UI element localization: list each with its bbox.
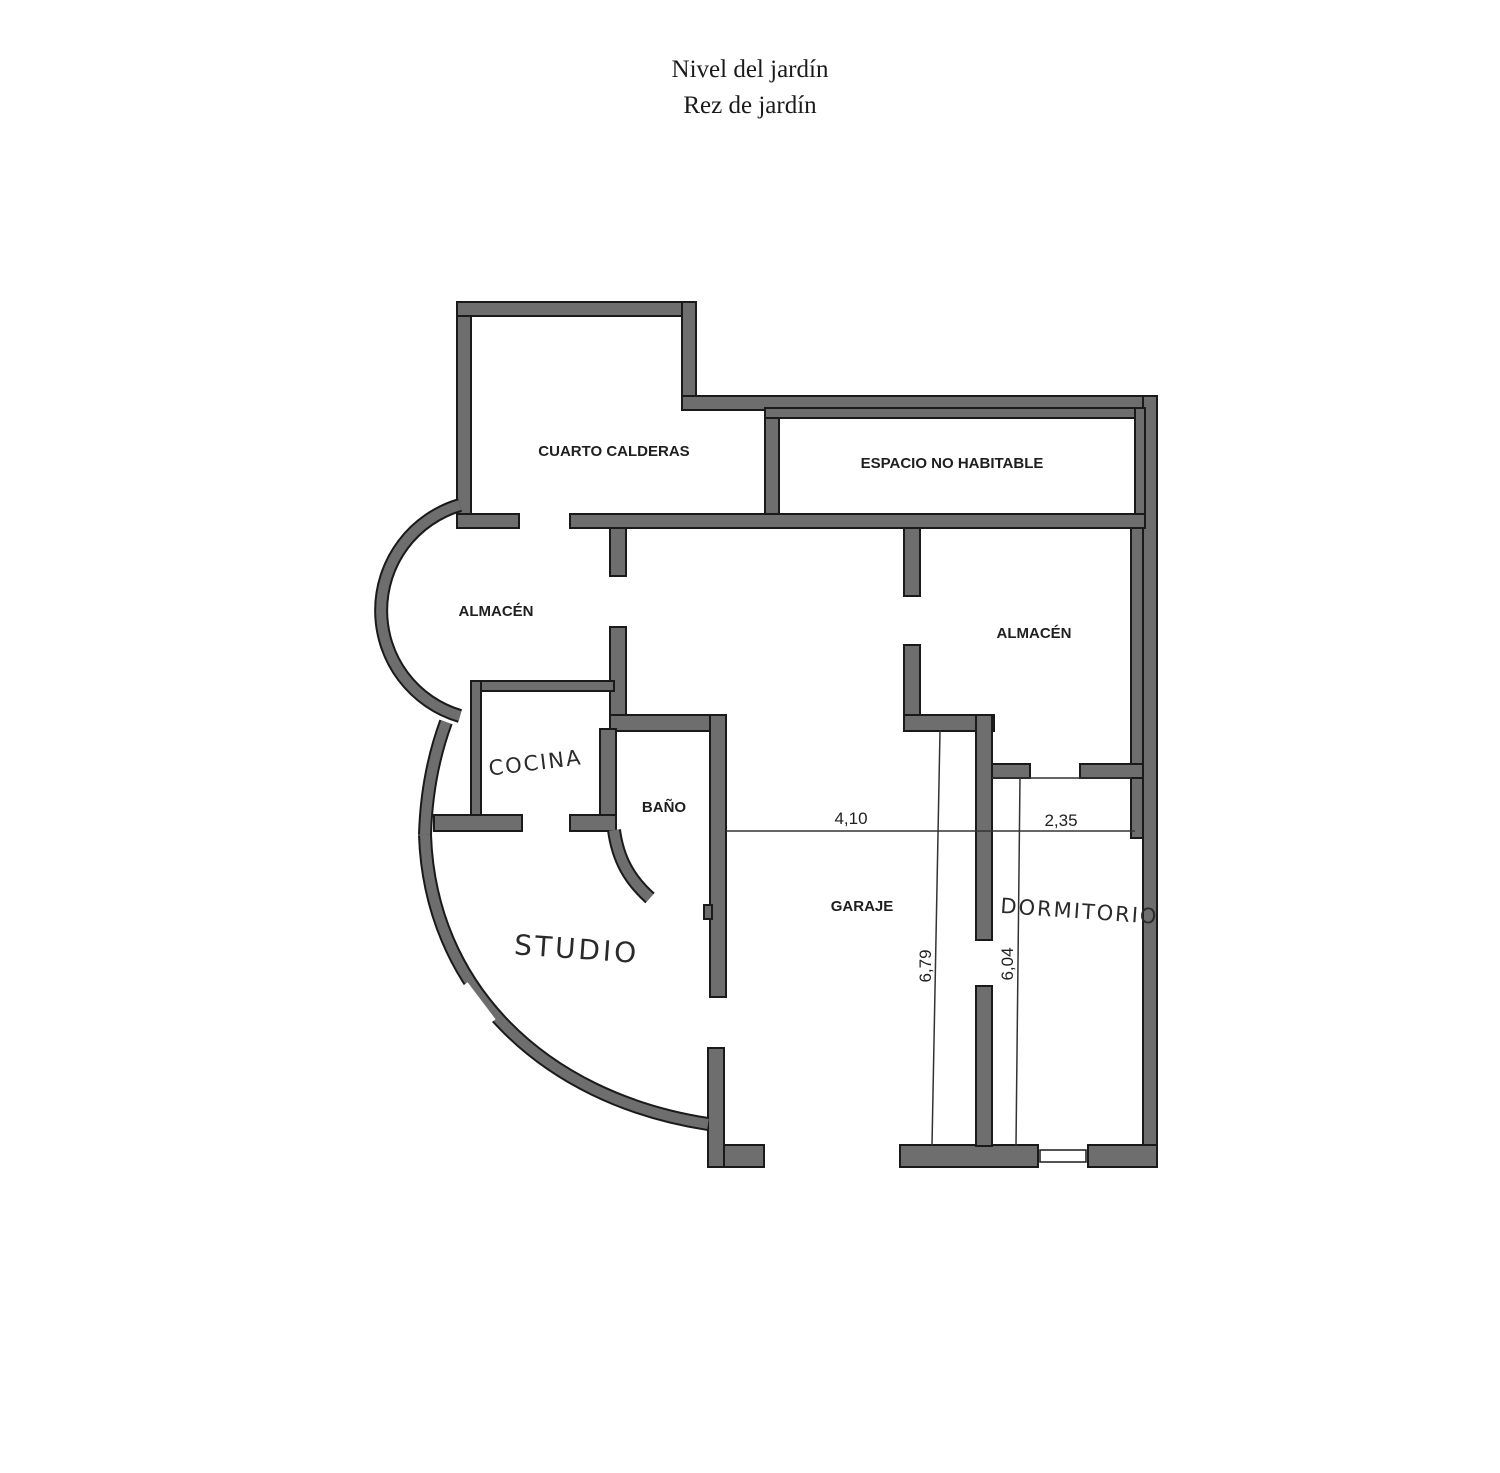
plan-title-line-1: Nivel del jardín: [671, 56, 829, 83]
wall-almacen-bottom-left: [989, 763, 1031, 779]
walls: [433, 301, 1158, 1168]
windows: [460, 982, 1087, 1163]
label-studio: STUDIO: [513, 928, 640, 970]
wall-garage-almacen-step: [903, 714, 995, 732]
label-almacen-left: ALMACÉN: [459, 603, 534, 620]
wall-bano-top: [609, 714, 727, 732]
dimension-dorm-length: 6,04: [998, 947, 1017, 980]
wall-cocina-arc-fill: [420, 720, 451, 836]
wall-bano-bottom-stub: [569, 814, 617, 832]
wall-calderas-left: [456, 301, 472, 529]
wall-center-vertical: [609, 626, 627, 730]
wall-almacen-right-inner: [1130, 527, 1144, 767]
wall-calderas-right-upper: [681, 301, 697, 411]
wall-almacen-arc-fill: [376, 500, 462, 721]
wall-bottom-right: [899, 1144, 1039, 1168]
wall-almacen-bottom-right: [1079, 763, 1144, 779]
wall-studio-right-lower: [707, 1047, 725, 1168]
plan-title-line-2: Rez de jardín: [683, 92, 817, 119]
wall-studio-arc-fill: [420, 834, 709, 1129]
window-studio: [460, 982, 496, 1025]
dimension-garage-width: 4,10: [834, 809, 867, 828]
label-almacen-right: ALMACÉN: [997, 625, 1072, 642]
wall-bano-right-jog: [703, 904, 713, 920]
label-bano: BAÑO: [642, 798, 686, 816]
window-dormitorio: [1039, 1149, 1087, 1163]
wall-bottom-right-end: [1087, 1144, 1158, 1168]
label-garaje: GARAJE: [831, 898, 894, 915]
dimension-line-dorm-length: [1015, 777, 1021, 1146]
wall-espacio-right-inner: [1134, 407, 1146, 529]
wall-dorm-right-inner: [1130, 777, 1144, 839]
dimension-garage-length: 6,79: [916, 949, 935, 982]
wall-stub-1: [609, 527, 627, 577]
wall-calderas-bottom: [569, 513, 1146, 529]
wall-bano-right: [709, 714, 727, 998]
wall-calderas-espacio: [764, 407, 780, 529]
dimension-lines: [726, 730, 1135, 1146]
curved-walls: [374, 498, 710, 1131]
wall-cocina-left: [470, 680, 482, 816]
wall-stub-2: [903, 527, 921, 597]
label-cuarto-calderas: CUARTO CALDERAS: [538, 443, 689, 460]
dimension-labels: 4,10 2,35 6,79 6,04: [834, 809, 1077, 983]
wall-calderas-bottom-left: [456, 513, 520, 529]
wall-garage-dorm-upper: [975, 714, 993, 941]
dimension-dorm-width: 2,35: [1044, 811, 1077, 830]
wall-calderas-top: [456, 301, 697, 317]
wall-bano-curve-fill: [609, 829, 654, 902]
label-dormitorio: DORMITORIO: [1000, 894, 1160, 929]
label-espacio-no-habitable: ESPACIO NO HABITABLE: [861, 455, 1044, 472]
label-cocina: COCINA: [487, 745, 583, 780]
wall-cocina-top: [470, 680, 615, 692]
wall-espacio-top-inner: [764, 407, 1146, 419]
wall-cocina-bottom: [433, 814, 523, 832]
dimension-line-garage-length: [931, 730, 941, 1146]
wall-garage-dorm-lower: [975, 985, 993, 1147]
wall-almacen-arc: [374, 498, 462, 723]
